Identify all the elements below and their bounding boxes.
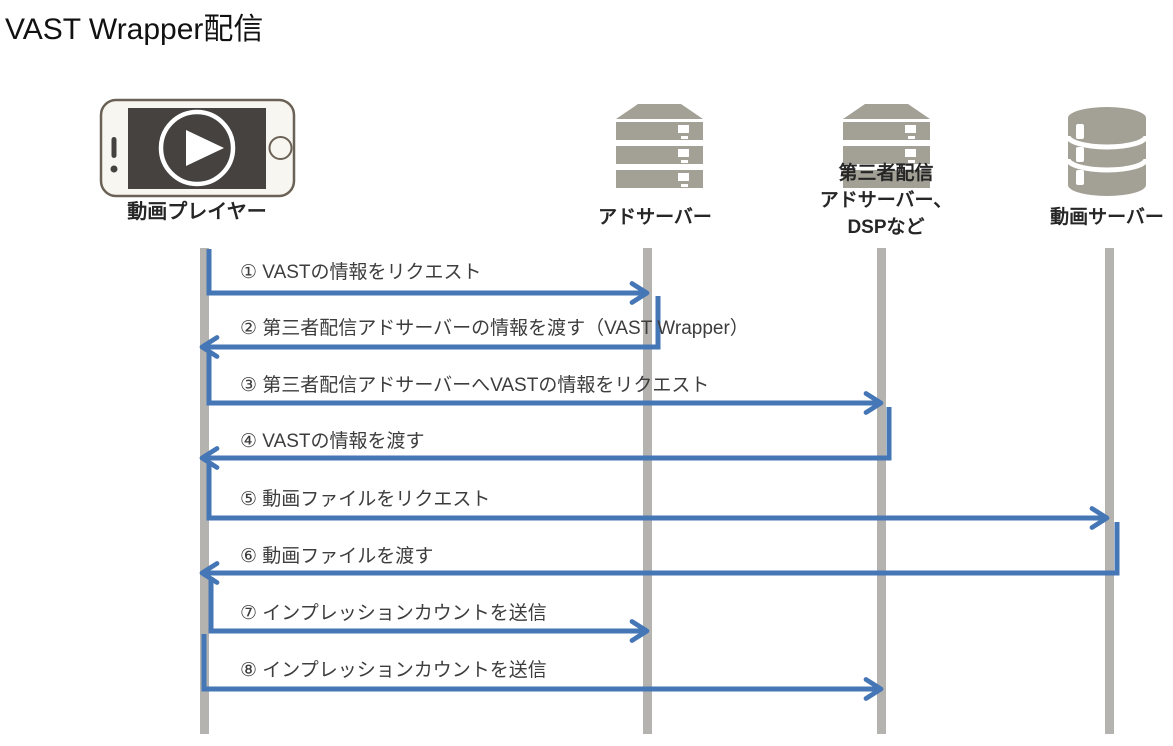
message-label-5: ⑤ 動画ファイルをリクエスト <box>240 489 491 510</box>
lifeline-video-player <box>200 248 209 734</box>
message-label-4: ④ VASTの情報を渡す <box>240 431 425 452</box>
message-label-1: ① VASTの情報をリクエスト <box>240 262 482 283</box>
message-arrow-2 <box>199 296 661 359</box>
lifeline-third-party-ad-server <box>877 248 886 734</box>
message-arrow-8 <box>201 634 884 701</box>
play-button-icon <box>158 109 236 187</box>
database-icon <box>1065 107 1149 196</box>
lifeline-ad-server <box>643 248 652 734</box>
lifeline-video-server <box>1105 248 1114 734</box>
message-arrow-7 <box>208 577 650 643</box>
phone-speaker <box>111 137 117 158</box>
message-label-7: ⑦ インプレッションカウントを送信 <box>240 603 547 624</box>
message-label-2: ② 第三者配信アドサーバーの情報を渡す（VAST Wrapper） <box>240 318 749 339</box>
actor-label-video-player: 動画プレイヤー <box>127 201 267 223</box>
actor-label-ad-server: アドサーバー <box>598 207 712 228</box>
diagram-title: VAST Wrapper配信 <box>5 13 264 46</box>
server-stack-icon <box>843 104 930 188</box>
message-arrow-6 <box>199 522 1120 585</box>
server-stack-icon <box>616 104 703 188</box>
message-arrow-1 <box>206 249 650 305</box>
message-arrow-4 <box>199 407 892 470</box>
actor-label-third-party-ad-server: 第三者配信 アドサーバー、 DSPなど <box>819 163 953 238</box>
message-label-8: ⑧ インプレッションカウントを送信 <box>240 660 547 681</box>
message-arrow-5 <box>206 462 1110 530</box>
phone-home-button <box>268 136 293 160</box>
smartphone-play-icon <box>99 98 296 198</box>
phone-camera-dot <box>110 165 118 173</box>
message-label-3: ③ 第三者配信アドサーバーへVASTの情報をリクエスト <box>240 375 710 396</box>
message-arrow-3 <box>206 351 884 415</box>
actor-label-video-server: 動画サーバー <box>1050 207 1164 228</box>
message-label-6: ⑥ 動画ファイルを渡す <box>240 546 434 567</box>
